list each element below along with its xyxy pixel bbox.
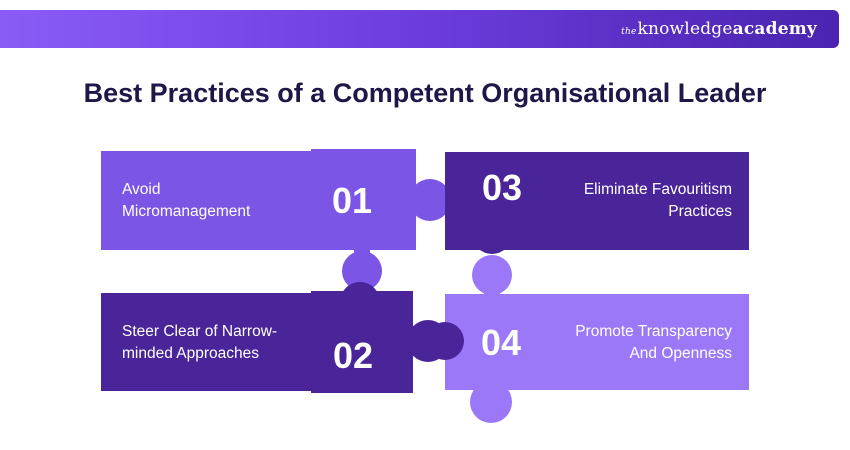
step-number-02: 02 <box>332 335 374 376</box>
step-label-02: Steer Clear of Narrow- minded Approaches <box>122 323 278 362</box>
step-label-03: Eliminate Favouritism Practices <box>583 181 732 220</box>
brand-prefix: the <box>621 27 637 37</box>
step-number-03: 03 <box>481 167 523 208</box>
brand-name: knowledge <box>637 19 733 39</box>
puzzle-piece-01 <box>101 149 451 291</box>
step-label-04: Promote Transparency And Openness <box>575 323 732 362</box>
header-bar: theknowledgeacademy <box>0 10 839 48</box>
puzzle-piece-04 <box>445 255 749 423</box>
step-number-01: 01 <box>331 180 373 221</box>
step-label-01: Avoid Micromanagement <box>122 181 251 220</box>
piece-02-knob-overlap <box>426 322 464 360</box>
step-number-04: 04 <box>480 322 522 363</box>
brand-logo: theknowledgeacademy <box>621 19 817 39</box>
puzzle-piece-02 <box>101 282 449 393</box>
brand-suffix: academy <box>732 19 817 39</box>
page-title: Best Practices of a Competent Organisati… <box>83 78 767 108</box>
puzzle-piece-03 <box>445 152 749 254</box>
